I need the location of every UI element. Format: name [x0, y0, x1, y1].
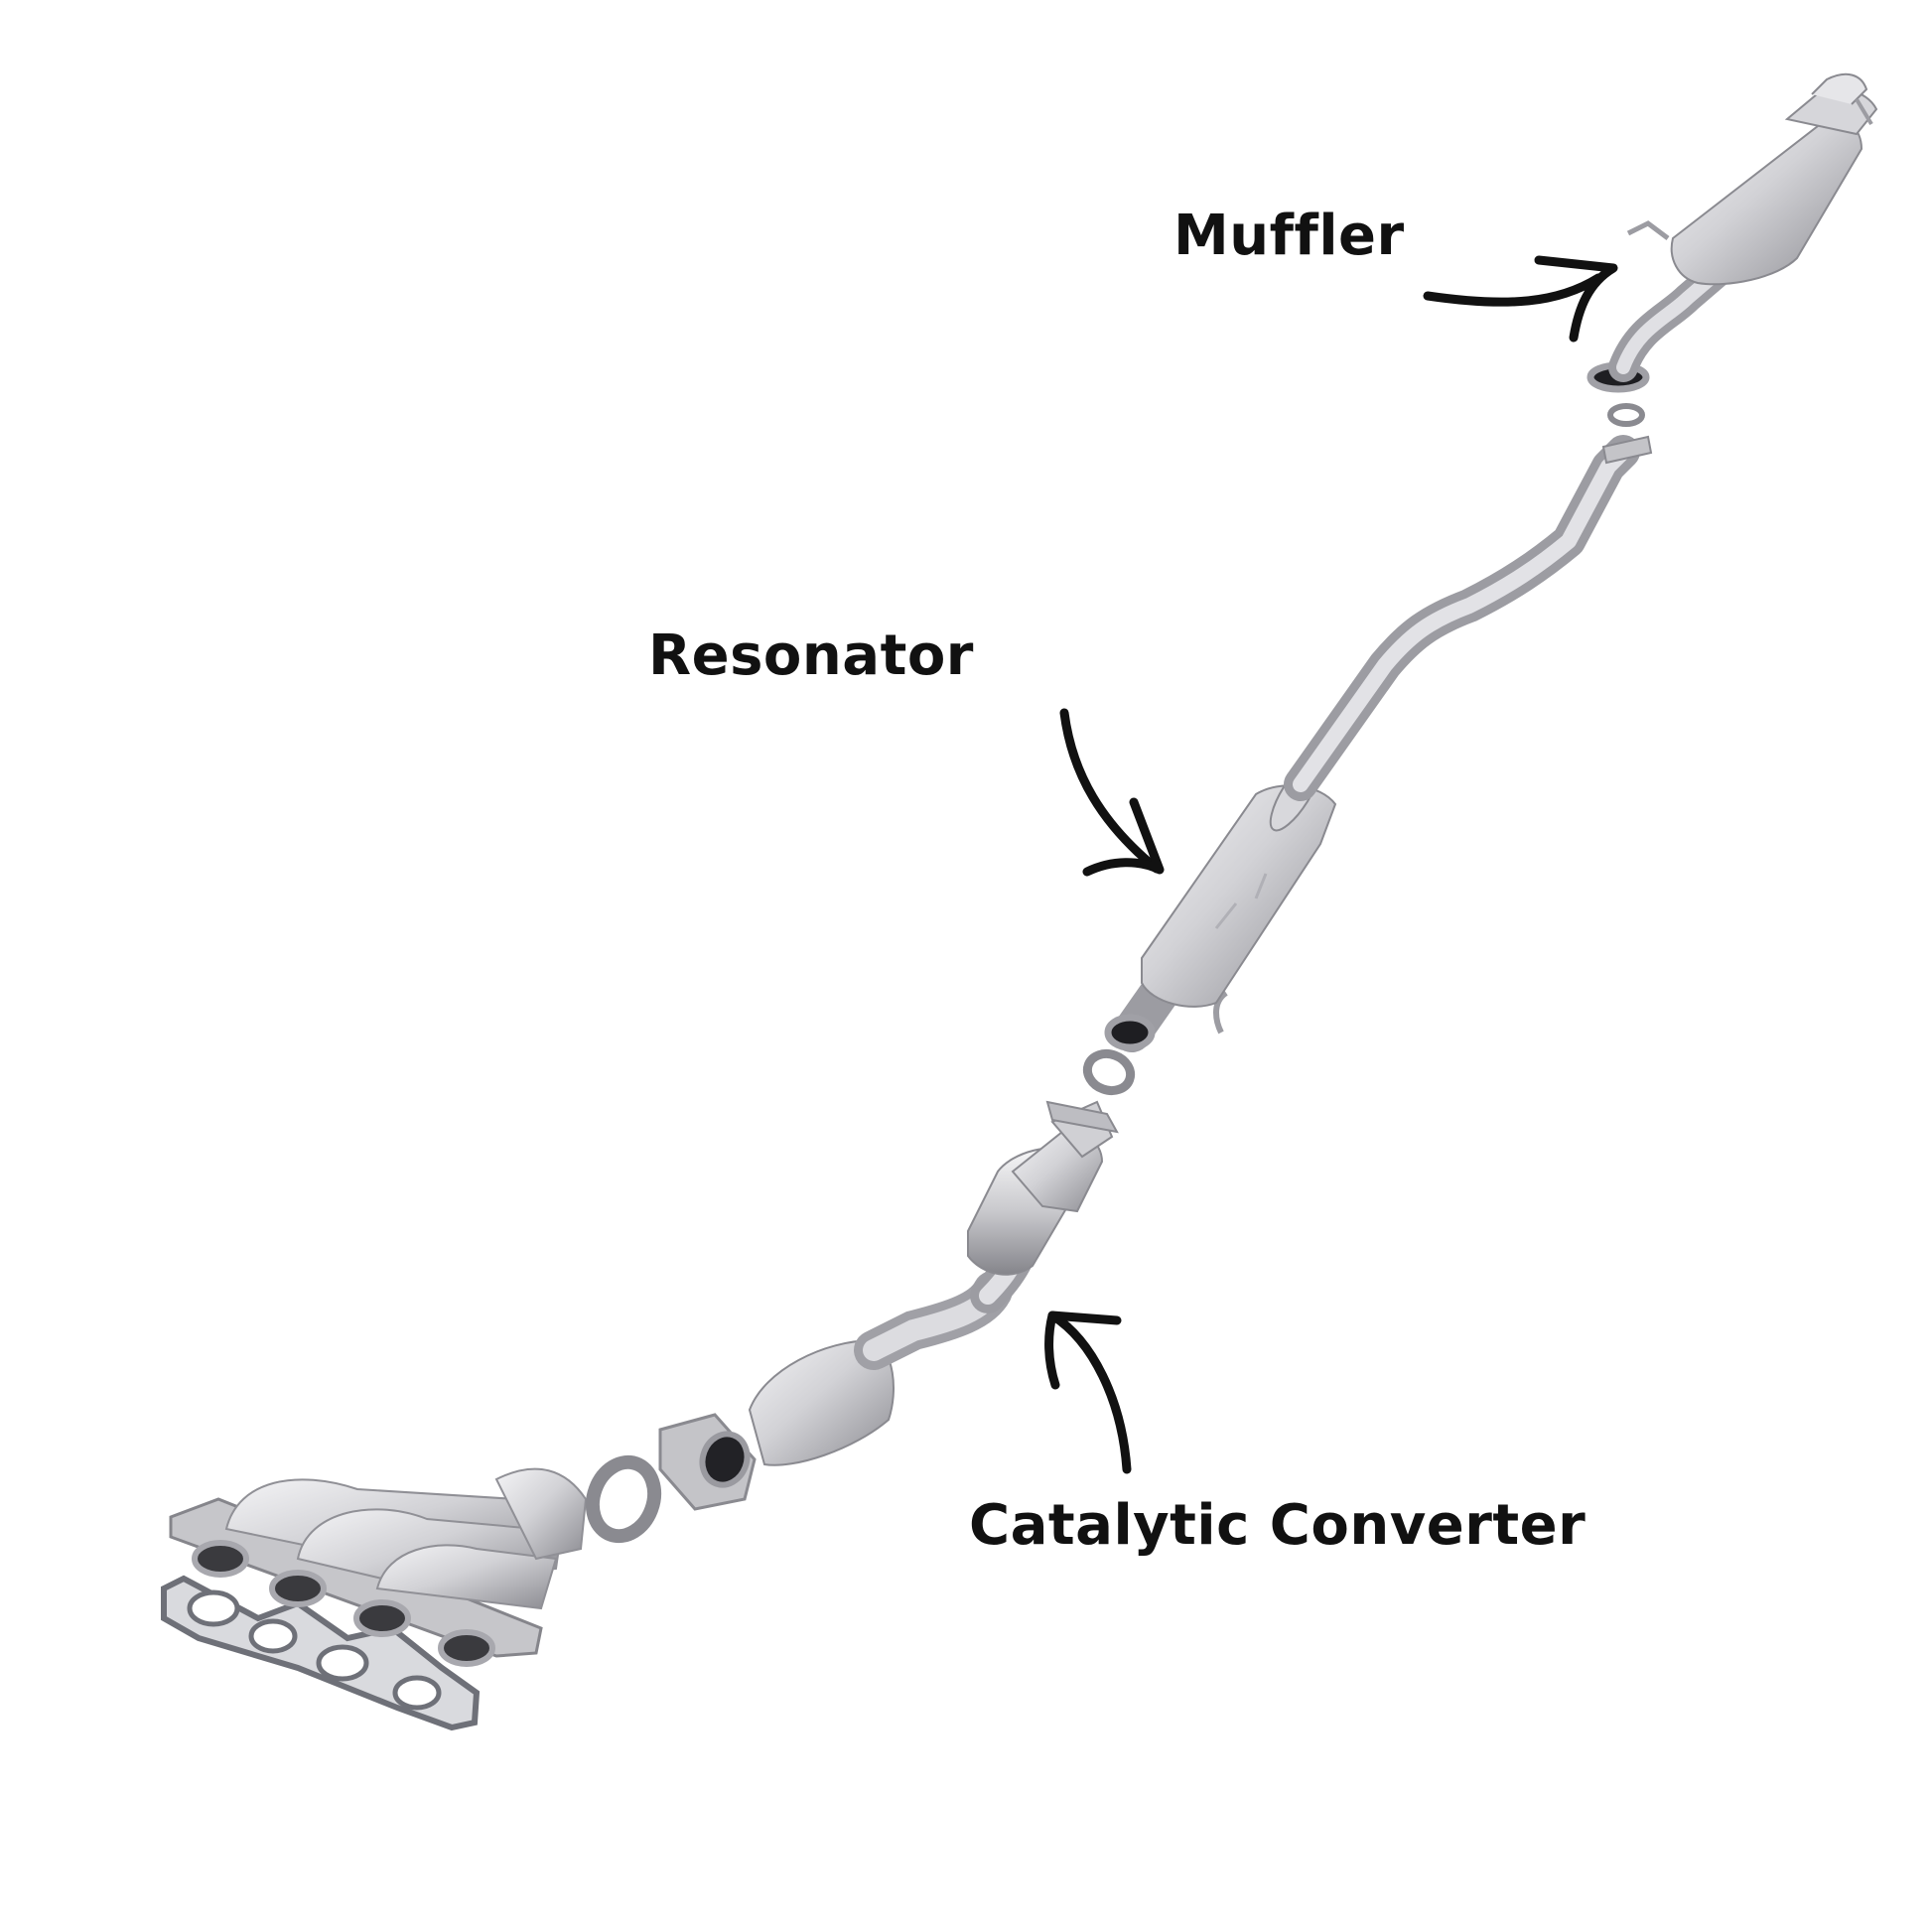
resonator-label: Resonator — [648, 623, 974, 688]
arrow-muffler — [1428, 260, 1613, 338]
lower-catalytic-converter — [660, 1291, 993, 1509]
flange-gasket-1 — [583, 1453, 664, 1545]
flange-gasket-3 — [1610, 406, 1642, 424]
upper-catalytic-converter — [968, 1102, 1117, 1275]
arrow-resonator — [1064, 713, 1160, 872]
catalytic-converter-label: Catalytic Converter — [969, 1493, 1586, 1558]
muffler — [1590, 74, 1876, 389]
flange-gasket-2 — [1082, 1048, 1136, 1097]
muffler-label: Muffler — [1173, 204, 1405, 268]
intermediate-pipe — [1301, 437, 1651, 784]
arrow-catalytic-converter — [1049, 1315, 1127, 1469]
